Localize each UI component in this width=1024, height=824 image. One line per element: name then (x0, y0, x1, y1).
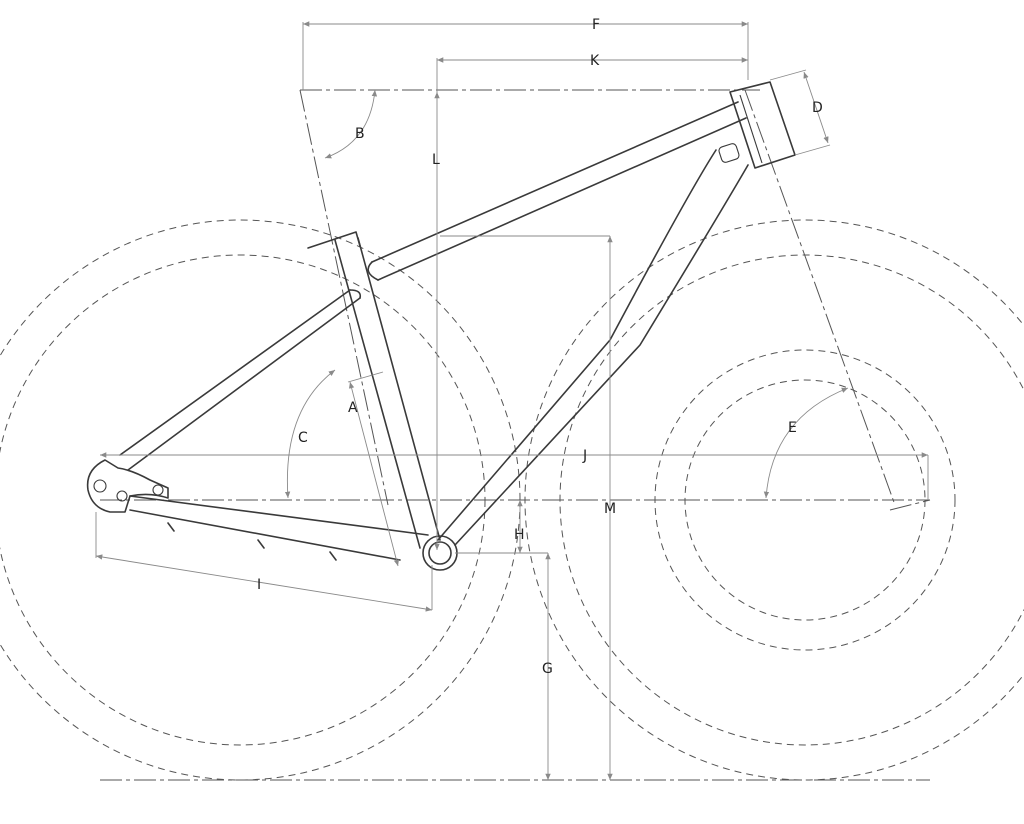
label-f: F (592, 17, 600, 33)
label-m: M (604, 501, 616, 517)
label-k: K (590, 53, 600, 69)
label-l: L (432, 152, 440, 168)
label-g: G (542, 661, 553, 677)
label-d: D (812, 100, 823, 116)
label-j: J (582, 448, 587, 464)
label-b: B (355, 126, 365, 142)
dimension-labels: F K D B L A C E J M H I G (257, 17, 823, 677)
label-e: E (788, 420, 797, 436)
label-i: I (257, 577, 261, 593)
label-c: C (298, 430, 308, 446)
label-a: A (348, 400, 358, 416)
center-lines (100, 89, 931, 781)
dimension-lines (95, 21, 929, 780)
label-h: H (514, 527, 525, 543)
bike-frame (86, 81, 796, 571)
